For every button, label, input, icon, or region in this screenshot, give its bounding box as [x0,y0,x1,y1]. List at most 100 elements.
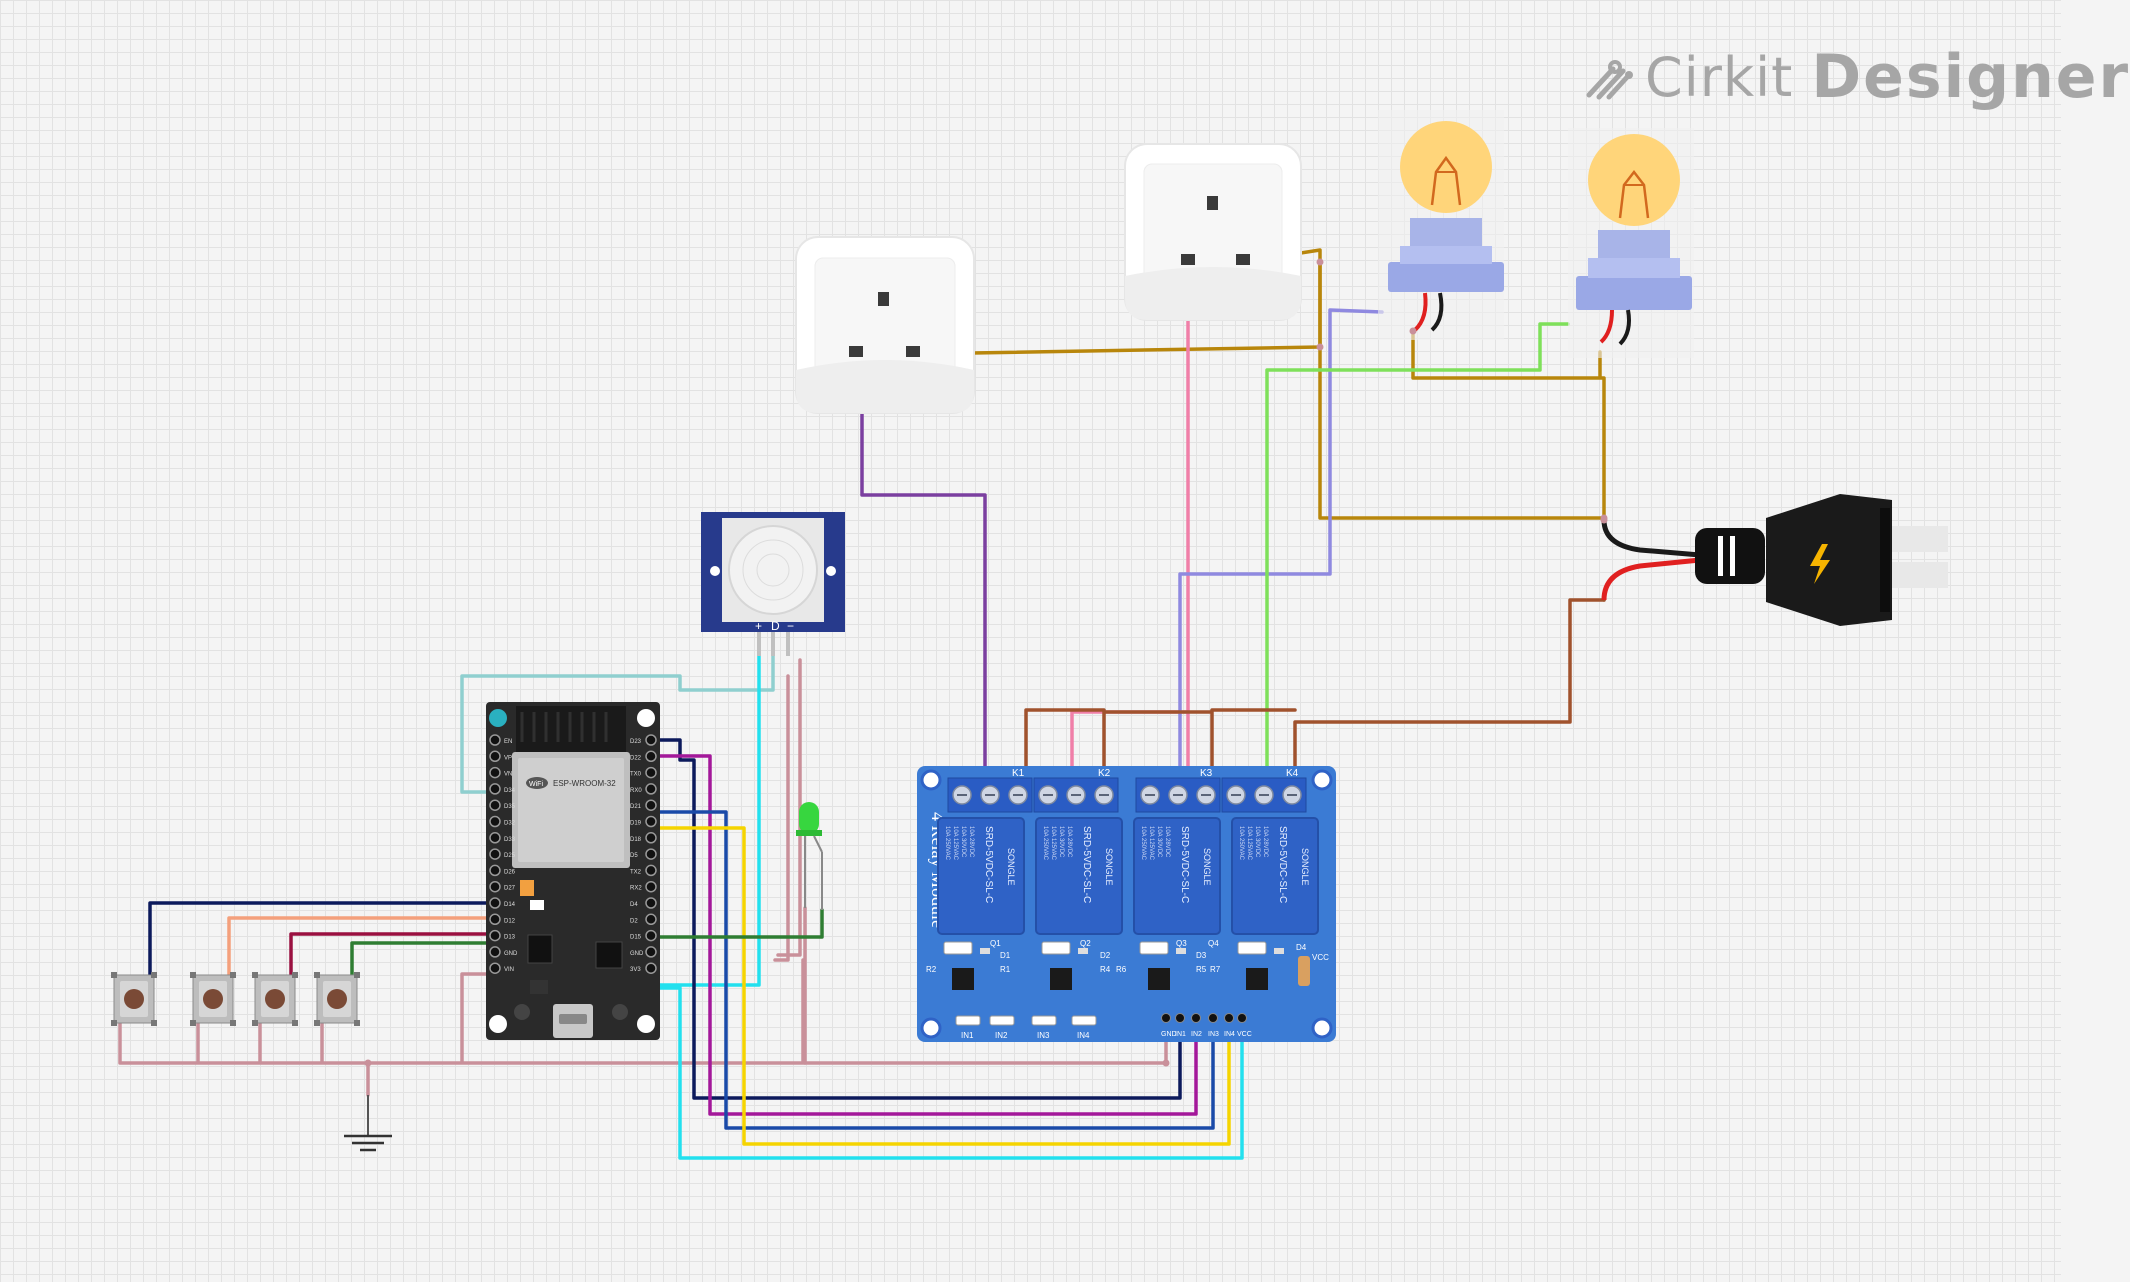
esp32-pin[interactable] [489,897,501,909]
esp32-pin[interactable] [489,734,501,746]
power-plug[interactable] [1601,494,1948,626]
esp32-pin[interactable] [489,880,501,893]
esp32-pin[interactable] [489,766,501,779]
socket2-live-slot [1181,254,1195,265]
lightning-icon [1810,544,1830,584]
wire-bulb2-to-relay[interactable] [1265,322,1570,792]
esp32-pin[interactable] [645,913,657,926]
esp32-pin[interactable] [489,783,501,795]
esp32-pin[interactable] [645,962,657,974]
push-button[interactable] [111,972,157,1026]
relay-smd-label: R5 [1196,965,1207,974]
relay-header-label: GND [1161,1031,1177,1038]
esp32-pin[interactable] [645,815,657,828]
relay-input-label: IN4 [1077,1031,1090,1040]
wire-socket1-to-relay[interactable] [860,350,987,792]
esp32-pin-label: D18 [630,837,642,843]
relay-header-pin[interactable] [1175,1013,1185,1023]
esp32-pin[interactable] [489,962,501,974]
esp32-pin[interactable] [645,766,657,779]
esp32-pin[interactable] [489,799,501,811]
relay-model-label: SRD-5VDC-SL-C [983,826,994,903]
esp32-pin[interactable] [645,880,657,893]
relay-smd-label: R4 [1100,965,1111,974]
esp32-pin[interactable] [489,913,501,926]
relay-smd-label: Q1 [990,939,1001,948]
wire-bulb1-to-relay[interactable] [1178,308,1384,792]
esp32-pin-label: TX0 [630,772,642,778]
esp32-pin-label: D19 [630,821,642,827]
esp32-pin[interactable] [489,832,501,844]
wire-pir-vcc[interactable] [648,654,1244,1160]
push-button[interactable] [190,972,236,1026]
ground-symbol [344,1095,392,1152]
relay-header-label: IN1 [1175,1031,1186,1038]
relay-smd-label: R1 [1000,965,1011,974]
esp32-pin-label: GND [630,951,644,957]
esp32-pin[interactable] [489,848,501,860]
wire-button4-esp[interactable] [350,941,496,977]
esp32-pin-label: D22 [630,755,642,761]
wire-plug-to-relay-com[interactable] [1024,598,1606,792]
push-button[interactable] [252,972,298,1026]
esp32-pin[interactable] [645,832,657,844]
wire-esp-d19-in4[interactable] [649,826,1231,1146]
push-buttons [111,972,360,1026]
relay-rating-label: 10A 30VDC [1254,826,1260,858]
wire-button3-esp[interactable] [289,932,496,977]
relay-header-pin[interactable] [1224,1013,1234,1023]
relay-rating-label: 10A 125VAC [952,826,958,861]
esp32-pin[interactable] [645,848,657,860]
esp32-pin[interactable] [489,946,501,958]
wire-esp-d21-in3[interactable] [649,810,1215,1130]
wire-ground-bus[interactable] [118,658,1168,1097]
relay-body [937,817,1025,935]
esp32-pin[interactable] [645,946,657,958]
relay-smd-label: Q3 [1176,939,1187,948]
esp32-pin[interactable] [645,929,657,942]
relay-header-pin[interactable] [1161,1013,1171,1023]
push-button[interactable] [314,972,360,1026]
wire-esp-d23-in1[interactable] [649,738,1182,1100]
pir-pin-gnd-label: − [787,619,794,633]
esp32-pin[interactable] [489,815,501,828]
green-led[interactable] [796,802,823,910]
esp32-pin[interactable] [489,750,501,763]
esp32-pin[interactable] [645,864,657,877]
light-bulb-2[interactable] [1568,128,1694,358]
relay-header-pin[interactable] [1191,1013,1201,1023]
relay-header-pin[interactable] [1237,1013,1247,1023]
wall-socket-1[interactable] [795,236,975,414]
esp32-pin[interactable] [645,799,657,811]
schematic-canvas[interactable] [0,0,2061,1282]
relay-terminal-label: K2 [1098,768,1111,779]
esp32-pin[interactable] [645,897,657,909]
relay-header-pin[interactable] [1208,1013,1218,1023]
wire-button1-esp[interactable] [148,901,496,977]
wire-button2-esp[interactable] [227,916,496,977]
wire-pir-signal[interactable] [460,654,775,794]
esp32-pin-label: D14 [504,902,516,908]
relay-header-label: IN2 [1191,1031,1202,1038]
light-bulb-1[interactable] [1378,110,1504,340]
pir-pin-vcc-label: + [755,619,762,633]
relay-body [1231,817,1319,935]
esp32-pin[interactable] [489,864,501,877]
esp32-pin[interactable] [645,783,657,795]
esp32-pin[interactable] [645,734,657,746]
pir-motion-sensor[interactable]: + D − [701,512,845,656]
esp32-pin-label: VIN [504,967,514,973]
esp32-devkit[interactable]: WiFi ESP-WROOM-32 ENVPVND34D35D32D33D25D… [486,702,660,1040]
wall-socket-2[interactable] [1124,143,1302,321]
esp32-pin[interactable] [645,750,657,763]
relay-rating-label: 10A 125VAC [1050,826,1056,861]
relay-brand-label: SONGLE [1300,848,1310,886]
relay-rating-label: 10A 250VAC [1238,826,1244,861]
wire-esp-d22-in2[interactable] [649,754,1198,1116]
relay-body [1133,817,1221,935]
wire-esp-led[interactable] [649,908,824,939]
esp32-pin[interactable] [489,929,501,942]
relay-smd-label: R2 [926,965,937,974]
